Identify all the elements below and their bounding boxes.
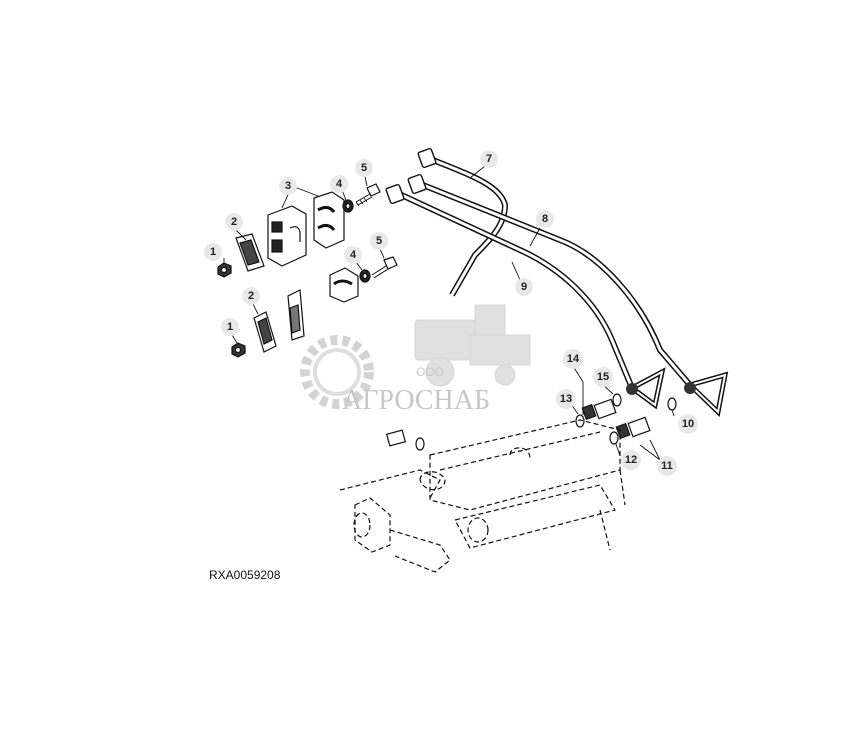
svg-text:5: 5 bbox=[376, 235, 382, 247]
svg-text:2: 2 bbox=[231, 216, 237, 228]
watermark-prefix: ООО bbox=[416, 365, 444, 379]
callout-2: 2 bbox=[225, 213, 243, 231]
callout-5: 5 bbox=[370, 232, 388, 250]
clamp-bracket-part bbox=[287, 289, 305, 341]
callout-4: 4 bbox=[344, 246, 362, 264]
callout-7: 7 bbox=[480, 150, 498, 168]
watermark-logo: ООО АГРОСНАБ bbox=[300, 304, 531, 416]
callout-12: 12 bbox=[621, 450, 641, 470]
svg-text:1: 1 bbox=[227, 321, 233, 333]
svg-text:8: 8 bbox=[542, 213, 548, 225]
svg-text:3: 3 bbox=[285, 180, 291, 192]
o-ring-part bbox=[609, 431, 619, 445]
svg-text:7: 7 bbox=[486, 153, 492, 165]
nut-part bbox=[231, 342, 246, 358]
clamp-block-part bbox=[267, 205, 307, 267]
svg-text:1: 1 bbox=[210, 246, 216, 258]
clamp-block-part bbox=[329, 267, 359, 303]
callout-3: 3 bbox=[279, 177, 297, 195]
combine-harvester-icon bbox=[414, 304, 531, 387]
svg-text:13: 13 bbox=[560, 393, 572, 405]
callout-14: 14 bbox=[563, 349, 583, 369]
nut-part bbox=[217, 262, 232, 278]
clamp-hardware-group bbox=[217, 183, 398, 358]
callout-1: 1 bbox=[204, 243, 222, 261]
bolt-part bbox=[355, 183, 381, 207]
svg-text:12: 12 bbox=[625, 454, 637, 466]
clamp-plate-part bbox=[235, 233, 265, 272]
svg-text:4: 4 bbox=[350, 249, 357, 261]
callout-11: 11 bbox=[657, 456, 677, 476]
cylinder-assembly bbox=[339, 419, 626, 573]
figure-id: RXA0059208 bbox=[209, 568, 281, 582]
callout-10: 10 bbox=[678, 414, 698, 434]
o-ring-part bbox=[667, 397, 677, 411]
fittings-group bbox=[385, 393, 677, 451]
o-ring-part bbox=[612, 393, 622, 407]
svg-text:11: 11 bbox=[661, 460, 673, 472]
callout-4: 4 bbox=[330, 175, 348, 193]
clamp-block-part bbox=[313, 191, 345, 249]
adapter-fitting-part bbox=[385, 429, 425, 451]
washer-part bbox=[359, 269, 371, 283]
washer-part bbox=[342, 199, 354, 213]
callout-15: 15 bbox=[593, 367, 613, 387]
svg-text:14: 14 bbox=[567, 353, 580, 365]
callout-8: 8 bbox=[536, 210, 554, 228]
callout-13: 13 bbox=[556, 389, 576, 409]
o-ring-part bbox=[575, 414, 585, 428]
adapter-fitting-part bbox=[581, 398, 617, 421]
callout-1: 1 bbox=[221, 318, 239, 336]
callout-2: 2 bbox=[242, 287, 260, 305]
svg-text:15: 15 bbox=[597, 371, 609, 383]
svg-text:5: 5 bbox=[361, 162, 367, 174]
adapter-fitting-part bbox=[615, 416, 651, 440]
svg-text:2: 2 bbox=[248, 290, 254, 302]
svg-text:9: 9 bbox=[521, 281, 527, 293]
clamp-plate-part bbox=[253, 311, 277, 353]
gear-icon bbox=[300, 335, 374, 409]
watermark-company-name: АГРОСНАБ bbox=[342, 385, 490, 416]
callouts: 1 2 3 4 5 5 4 2 1 7 8 9 14 15 13 10 12 1… bbox=[204, 150, 698, 476]
bolt-part bbox=[371, 256, 398, 279]
hydraulic-lines-group bbox=[385, 147, 729, 418]
svg-text:10: 10 bbox=[682, 418, 694, 430]
callout-5: 5 bbox=[355, 159, 373, 177]
svg-text:4: 4 bbox=[336, 178, 343, 190]
callout-9: 9 bbox=[515, 278, 533, 296]
